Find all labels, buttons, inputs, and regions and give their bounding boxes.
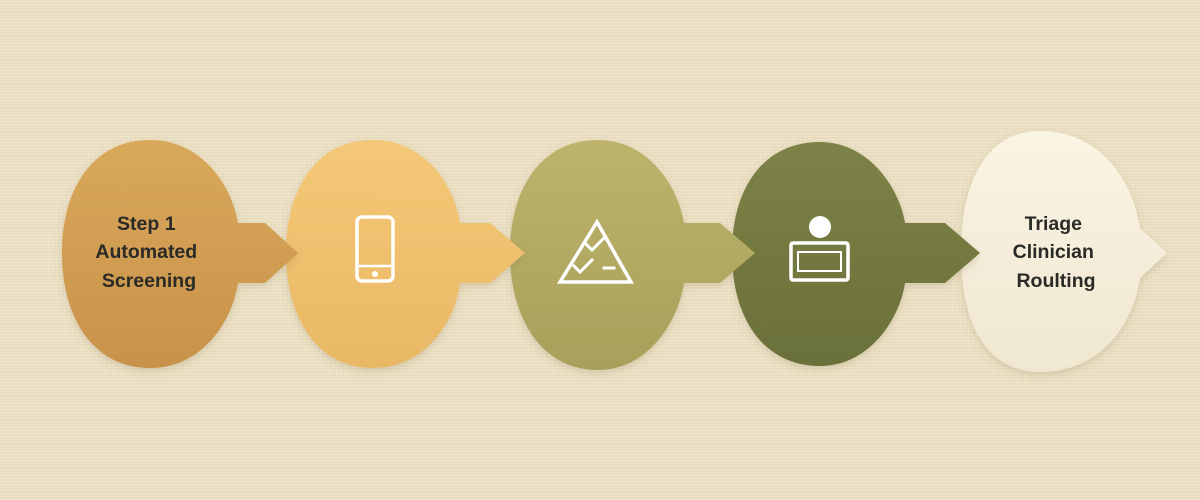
step-5-label-line-3: Roulting [1016,270,1095,292]
step-1-label-line-1: Step 1 [117,213,176,235]
checklist-triangle-icon [556,218,635,284]
step-3-shape [510,140,755,370]
check-mark-2 [571,257,595,275]
step-1-label-line-2: Automated [95,241,197,263]
step-1-label: Step 1 Automated Screening [95,213,202,292]
desk-outer [789,241,850,282]
smartphone-icon [355,215,395,283]
step-5-label: Triage Clinician Roulting [1013,213,1100,292]
step-1-node: Step 1 Automated Screening [62,140,298,368]
triangle-outline [556,218,635,284]
step-1-label-line-3: Screening [102,270,196,292]
step-2-shape [286,140,525,368]
step-1-shape [62,140,298,368]
step-4-node [732,142,980,366]
step-5-label-line-1: Triage [1025,213,1083,235]
step-5-label-line-2: Clinician [1013,241,1094,263]
step-5-shape [961,131,1167,372]
person-at-desk-icon [789,216,850,282]
step-2-node [286,140,525,368]
desk-inner [797,251,842,272]
check-mark-1 [583,235,607,253]
phone-body [355,215,395,283]
step-5-node: Triage Clinician Roulting [961,131,1167,372]
step-3-node [510,140,755,370]
person-head [809,216,831,238]
phone-home-button [372,271,378,277]
step-4-shape [732,142,980,366]
